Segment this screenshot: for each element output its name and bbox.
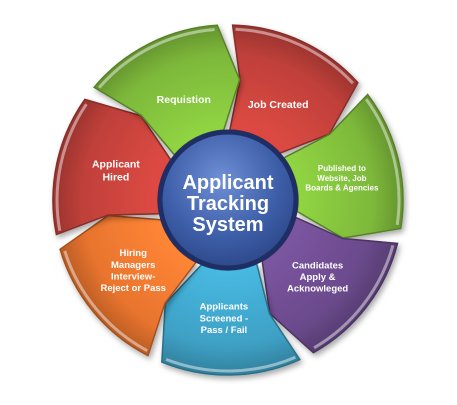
segment-job-created-highlight	[235, 27, 354, 85]
segment-published-label-line-2: Website, Job	[317, 174, 366, 183]
segment-applicant-hired-label-line-2: Hired	[102, 171, 129, 183]
segment-applicants-screened-label-line-1: Applicants	[200, 302, 249, 313]
segment-hiring-managers-label-line-4: Reject or Pass	[100, 283, 165, 294]
segment-applicants-screened-label-line-2: Screened -	[200, 313, 249, 324]
segment-applicant-hired-highlight	[55, 103, 88, 231]
center-hub-line-3: System	[192, 214, 263, 236]
segment-published-label-line-1: Published to	[318, 164, 366, 173]
segment-hiring-managers-highlight	[63, 250, 148, 353]
segment-hiring-managers-label-line-3: Interview-	[111, 271, 155, 282]
segment-published-highlight	[364, 98, 401, 226]
segment-requistion: Requistion	[92, 24, 241, 157]
segment-applicants-screened-label-line-3: Pass / Fail	[201, 325, 247, 336]
segment-published-label-line-3: Boards & Agencies	[305, 184, 379, 193]
segment-candidates-apply-label-line-1: Candidates	[292, 261, 343, 272]
segment-applicants-screened-highlight	[165, 355, 296, 373]
center-hub-line-1: Applicant	[182, 172, 273, 194]
segment-candidates-apply-highlight	[313, 244, 395, 350]
segment-candidates-apply-label-line-2: Apply &	[300, 272, 336, 283]
segment-applicant-hired-label-line-1: Applicant	[92, 159, 140, 171]
segment-job-created-label-line-1: Job Created	[248, 99, 309, 111]
center-hub-circle	[157, 129, 299, 271]
segment-candidates-apply-label-line-3: Acknowleged	[287, 284, 348, 295]
center-hub: Applicant Tracking System	[157, 129, 299, 271]
segment-requistion-label-line-1: Requistion	[157, 94, 211, 106]
segment-job-created: Job Created	[228, 24, 359, 154]
segment-hiring-managers-label-line-2: Managers	[111, 260, 155, 271]
center-hub-line-2: Tracking	[187, 193, 269, 215]
segment-hiring-managers-label-line-1: Hiring	[119, 248, 147, 259]
segment-requistion-highlight	[97, 28, 215, 89]
